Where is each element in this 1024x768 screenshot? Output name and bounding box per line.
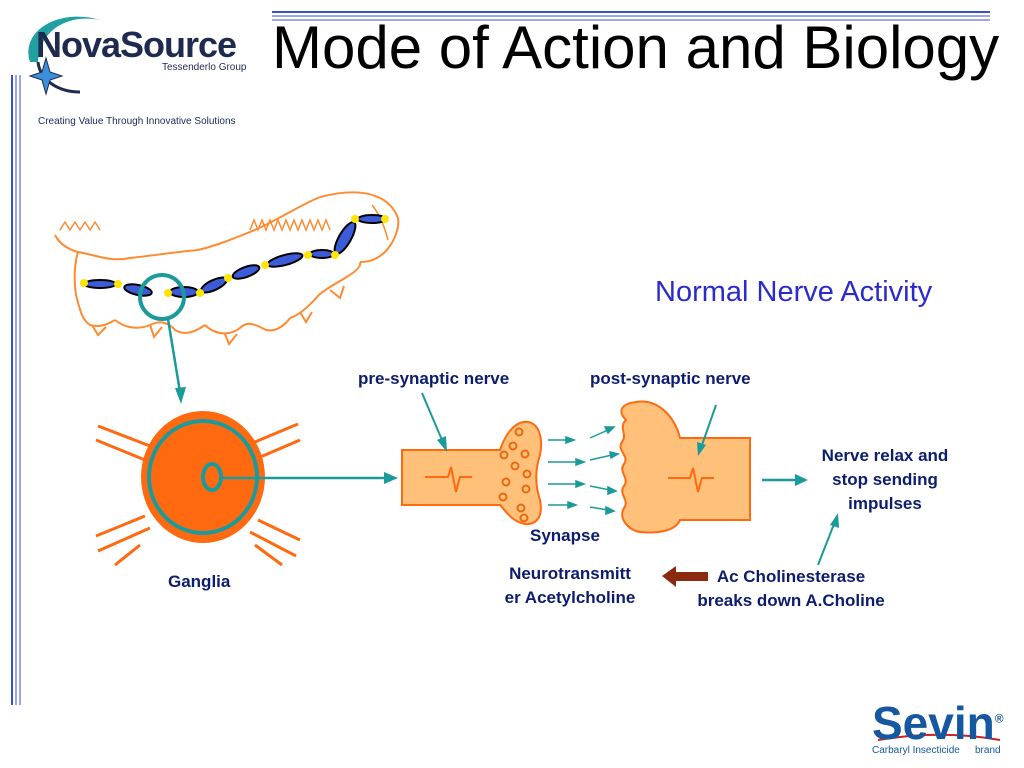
ganglion-dots — [80, 215, 389, 297]
slide-subtitle: Normal Nerve Activity — [655, 276, 933, 308]
novasource-logo-swoosh — [28, 16, 101, 94]
label-cholinesterase-line1: Ac Cholinesterase — [716, 567, 866, 586]
sevin-registered: ® — [994, 711, 1004, 726]
sevin-brand-suffix: brand — [975, 745, 1001, 756]
label-nerve-relax: Nerve relax and stop sending impulses — [800, 444, 970, 516]
logo-tagline: Creating Value Through Innovative Soluti… — [38, 116, 236, 127]
logo-group-name: Tessenderlo Group — [162, 62, 247, 73]
zoom-arrow — [166, 318, 186, 404]
label-pre-synaptic: pre-synaptic nerve — [358, 369, 510, 388]
slide-title: Mode of Action and Biology — [272, 14, 1000, 81]
logo-brand-name: NovaSource — [36, 24, 237, 65]
sevin-descriptor: Carbaryl Insecticide — [872, 745, 960, 756]
label-cholinesterase-line2: breaks down A.Choline — [697, 591, 885, 610]
pointer-post-synaptic — [697, 404, 717, 456]
breakdown-arrow — [662, 566, 708, 587]
label-ganglia: Ganglia — [168, 572, 231, 591]
label-neurotransmitter-line2: er Acetylcholine — [504, 588, 636, 607]
caterpillar-outline — [54, 191, 400, 346]
label-nerve-relax-line2: stop sending — [832, 470, 938, 489]
vesicles — [498, 427, 532, 523]
neurotransmitter-arrows — [548, 426, 620, 516]
label-neurotransmitter-line1: Neurotransmitt — [509, 564, 631, 583]
star-icon — [28, 56, 64, 96]
top-rule — [272, 11, 990, 21]
label-synapse: Synapse — [530, 526, 600, 545]
post-synaptic-nerve-shape — [619, 400, 751, 534]
nerve-cord — [83, 214, 387, 298]
sevin-swoosh — [877, 733, 1001, 741]
left-rule — [11, 75, 21, 705]
label-nerve-relax-line1: Nerve relax and — [821, 446, 949, 465]
label-nerve-relax-line3: impulses — [848, 494, 922, 513]
magnifier-circle — [138, 273, 186, 321]
label-cholinesterase: Ac Cholinesterase breaks down A.Choline — [676, 565, 906, 613]
label-post-synaptic: post-synaptic nerve — [590, 369, 751, 388]
sevin-name: Sevin — [872, 697, 995, 749]
pointer-relax — [817, 513, 839, 566]
label-neurotransmitter: Neurotransmitt er Acetylcholine — [490, 562, 650, 610]
ganglion-cell — [95, 411, 398, 567]
pointer-pre-synaptic — [421, 392, 447, 452]
sevin-logo: Sevin® — [872, 700, 1004, 746]
output-arrow — [762, 474, 808, 486]
